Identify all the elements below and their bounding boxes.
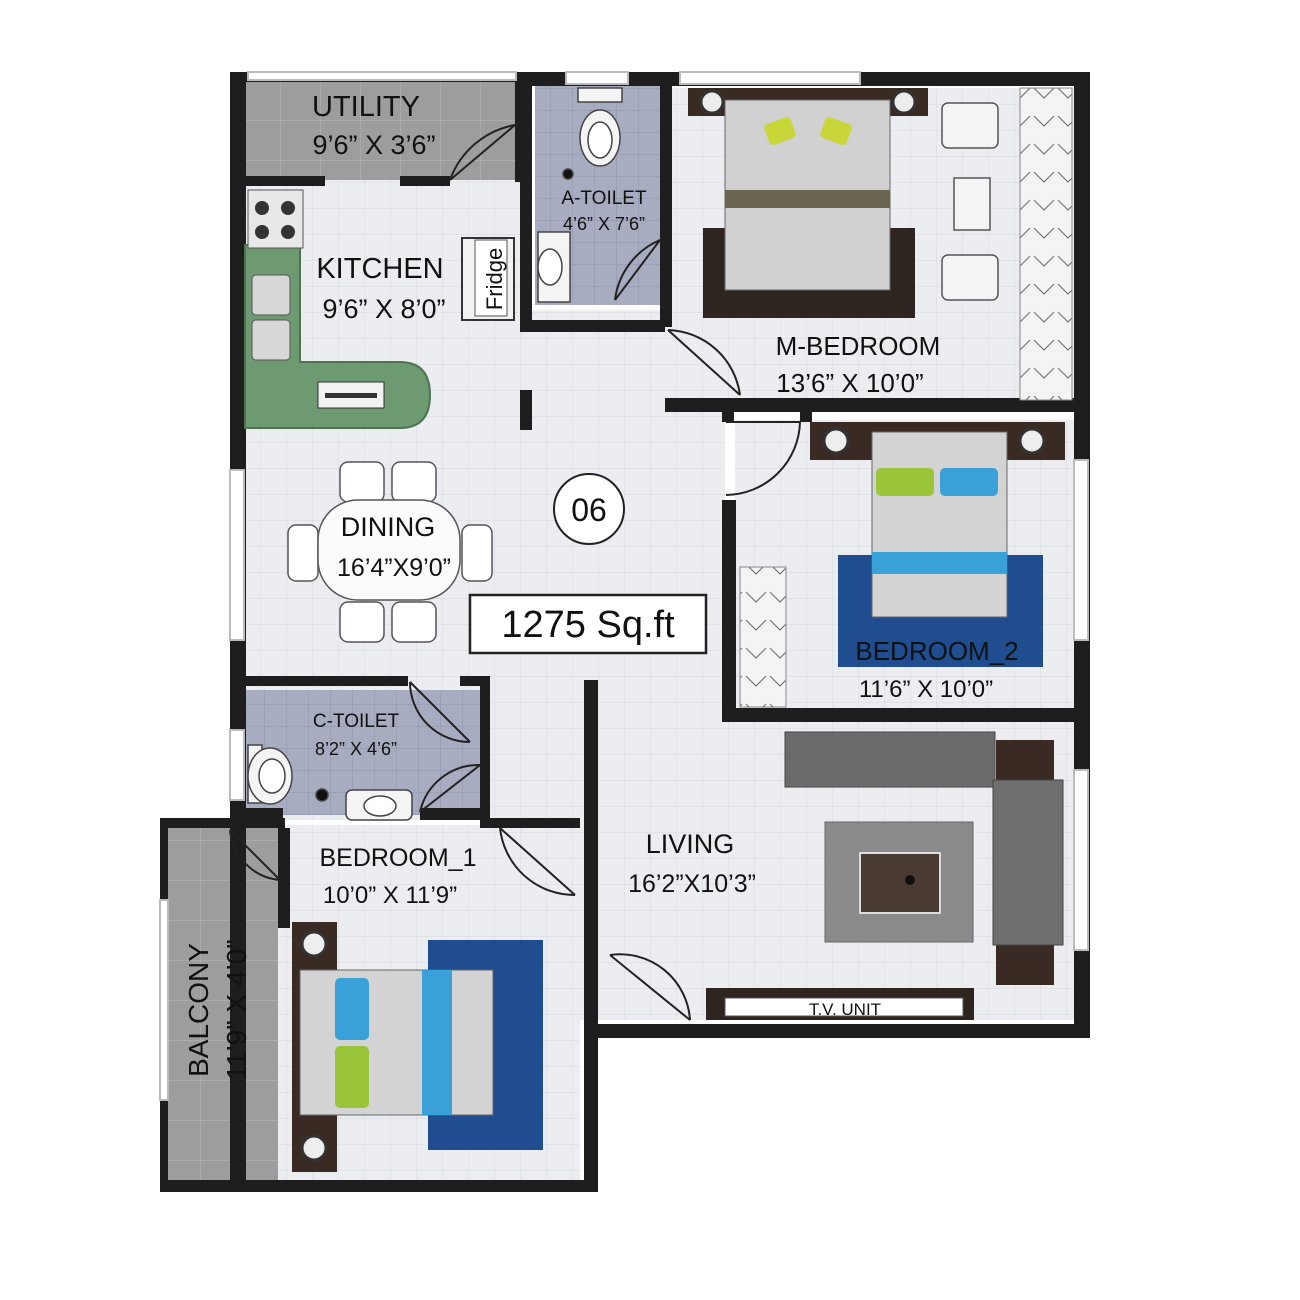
a-toilet-fixtures [537,87,623,303]
living-size: 16’2”X10’3” [628,870,756,898]
dining-table [287,461,493,643]
balcony-name: BALCONY [183,943,214,1077]
windows [159,71,1089,1101]
kitchen-size: 9’6” X 8’0” [322,294,445,324]
dining-name: DINING [341,512,436,542]
kitchen-counter [244,189,432,429]
utility-name: UTILITY [312,91,420,123]
m-bedroom-name: M-BEDROOM [776,331,941,361]
bedroom-2-name: BEDROOM_2 [855,636,1018,666]
bedroom-2-furniture [739,422,1065,708]
utility-size: 9’6” X 3’6” [312,130,435,160]
m-bedroom-size: 13’6” X 10’0” [776,368,923,398]
unit-number: 06 [571,492,607,528]
dining-size: 16’4”X9’0” [337,554,451,582]
bedroom-1-furniture [292,922,543,1172]
bedroom-2-size: 11’6” X 10’0” [859,676,993,703]
living-name: LIVING [646,829,735,859]
unit-number-badge [553,473,625,545]
a-toilet-name: A-TOILET [561,188,647,209]
c-toilet-name: C-TOILET [313,711,400,732]
bedroom-1-size: 10’0” X 11’9” [323,882,457,909]
a-toilet-size: 4’6” X 7’6” [563,214,645,234]
door-swings [229,123,801,1021]
area-box [468,593,708,655]
balcony-size: 11’9” X 4’0” [221,939,252,1080]
balcony-floor [168,825,278,1185]
kitchen-name: KITCHEN [316,253,443,285]
room-labels: UTILITY 9’6” X 3’6” A-TOILET 4’6” X 7’6”… [183,91,1019,1081]
bedroom-1-name: BEDROOM_1 [320,844,477,872]
tv-unit-label: T.V. UNIT [809,1000,881,1019]
c-toilet-fixtures [247,744,413,821]
utility-floor [245,80,525,180]
area-label: 1275 Sq.ft [501,604,675,646]
fridge-label: Fridge [482,248,507,310]
fridge [461,237,515,321]
c-toilet-size: 8’2” X 4’6” [315,739,397,759]
living-furniture [706,731,1064,1020]
m-bedroom-furniture [688,87,1073,401]
